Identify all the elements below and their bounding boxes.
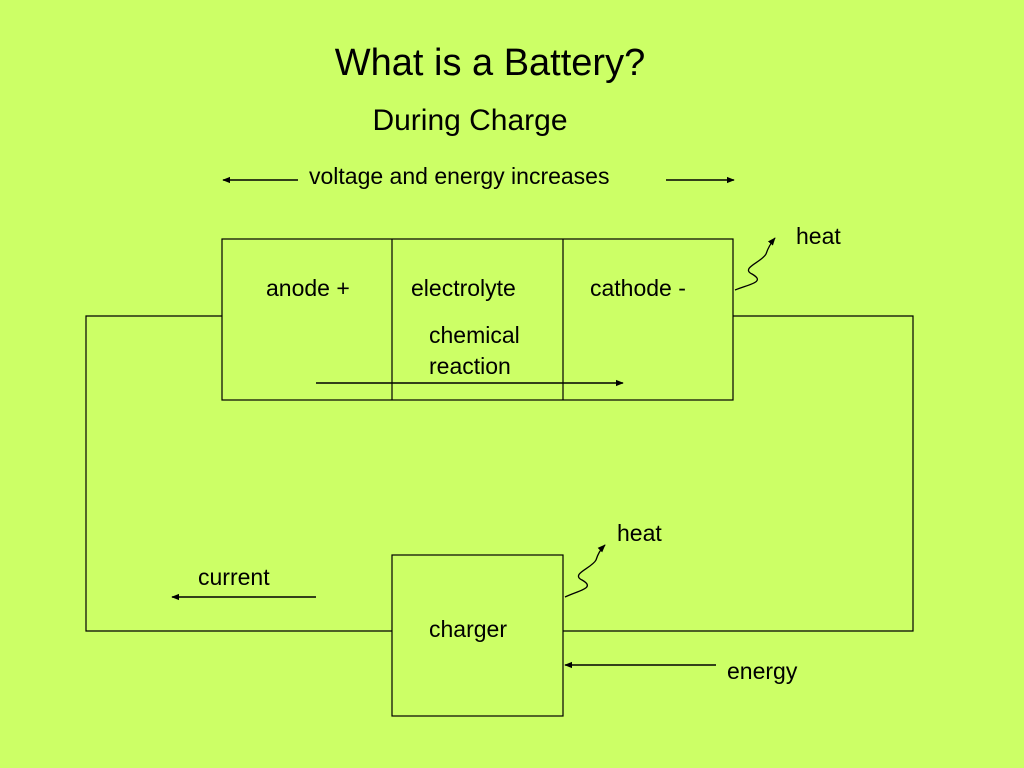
voltage-label: voltage and energy increases <box>309 163 610 189</box>
heat-label-bottom: heat <box>617 520 662 546</box>
heat-label-top: heat <box>796 223 841 249</box>
circuit-wire-right <box>563 315 914 632</box>
current-label: current <box>198 564 270 590</box>
charger-box <box>391 554 564 717</box>
page-title: What is a Battery? <box>334 42 646 84</box>
battery-cell <box>221 238 734 401</box>
heat-squiggle-top <box>734 237 776 291</box>
cathode-label: cathode - <box>590 275 686 301</box>
heat-squiggle-bottom <box>564 544 606 598</box>
reaction-label: chemical reaction <box>429 322 520 379</box>
circuit-wire-left <box>85 315 392 632</box>
anode-label: anode + <box>266 275 350 301</box>
page-subtitle: During Charge <box>372 104 568 137</box>
charger-label: charger <box>429 616 507 642</box>
electrolyte-label: electrolyte <box>411 275 516 301</box>
energy-label: energy <box>727 658 798 684</box>
